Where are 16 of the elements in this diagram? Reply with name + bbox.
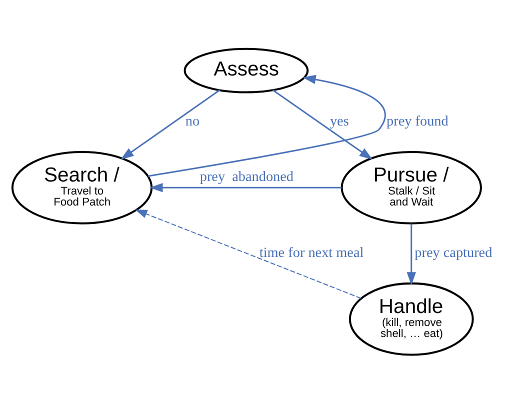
node-ellipse: Assess: [184, 48, 309, 94]
edge-label: yes: [330, 114, 349, 130]
arrow: [120, 89, 220, 160]
edge-label: prey captured: [414, 245, 492, 262]
node-ellipse: Search / Travel to Food Patch: [11, 150, 153, 224]
edge-label: prey abandoned: [200, 168, 294, 185]
arrow: [148, 74, 386, 177]
node-ellipse: Handle (kill, remove shell, … eat): [348, 282, 474, 356]
edge-label: no: [185, 114, 200, 130]
arrow: [150, 183, 342, 192]
arrow: [272, 89, 373, 160]
arrow: [134, 209, 362, 299]
edge-label: prey found: [386, 114, 448, 130]
node-ellipse: Pursue / Stalk / Sit and Wait: [340, 150, 482, 224]
edge-label: time for next meal: [259, 245, 364, 262]
arrow: [406, 224, 416, 286]
